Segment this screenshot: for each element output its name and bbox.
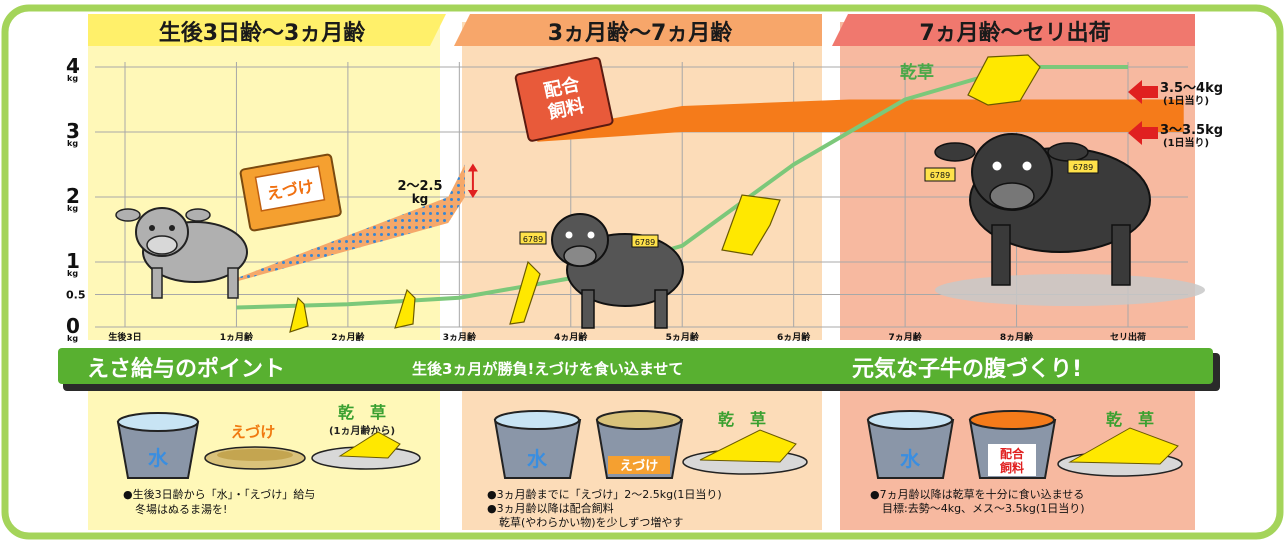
calf-illustration-small xyxy=(115,207,248,299)
starter-label-1: えづけ xyxy=(231,423,276,441)
ear-tag-large-right: 6789 xyxy=(1073,163,1093,172)
note-3-1: ●7ヵ月齢以降は乾草を十分に食い込ませる xyxy=(870,487,1084,501)
y-tick-label-4: 3 xyxy=(66,119,80,143)
note-1-1: ●生後3日齢から「水」・「えづけ」給与 xyxy=(123,487,315,501)
hay-tray-2 xyxy=(682,429,808,475)
note-2-2: ●3ヵ月齢以降は配合飼料 xyxy=(487,501,614,515)
starter-range-value: 2〜2.5 xyxy=(397,179,442,194)
hay-tray-3 xyxy=(1057,427,1183,477)
x-tick-label-4: 4ヵ月齢 xyxy=(554,331,588,343)
chart-axis-ticks: 生後3日 1ヵ月齢 2ヵ月齢 3ヵ月齢 4ヵ月齢 5ヵ月齢 6ヵ月齢 7ヵ月齢 8ヵ月齢 セリ出荷… xyxy=(66,54,1146,343)
target-annotation-high: 3.5〜4kg (1日当り) xyxy=(1128,80,1223,107)
cattle-illustration-large: 6789 6789 xyxy=(924,133,1151,286)
hay-tuft-3 xyxy=(509,260,541,325)
target-low-value: 3〜3.5kg xyxy=(1160,123,1223,138)
hay-tuft-2 xyxy=(394,288,416,329)
starter-range-annotation: 2〜2.5 kg xyxy=(397,163,478,206)
starter-range-arrow xyxy=(467,163,478,198)
hay-tray-1 xyxy=(311,431,421,470)
y-tick-unit-4: kg xyxy=(67,139,78,148)
hay-label-2: 乾 草 xyxy=(718,410,766,429)
starter-bucket-2: えづけ xyxy=(595,410,684,479)
ear-tag-large-left: 6789 xyxy=(930,171,950,180)
note-2-1: ●3ヵ月齢までに「えづけ」2〜2.5kg(1日当り) xyxy=(487,487,722,501)
y-tick-label-3: 2 xyxy=(66,184,80,208)
y-tick-label-0: 0 xyxy=(66,314,80,338)
water-bucket-1: 水 xyxy=(116,412,200,479)
starter-feed-bag: えづけ xyxy=(239,153,342,232)
hay-label-1: 乾 草 xyxy=(338,403,386,422)
x-tick-label-2: 2ヵ月齢 xyxy=(331,331,365,343)
hay-tuft-5 xyxy=(967,54,1041,106)
starter-label-2: えづけ xyxy=(620,458,659,474)
concentrate-feed-area xyxy=(537,99,1184,142)
ground-shadow xyxy=(935,274,1205,306)
phase2-header: 3ヵ月齢〜7ヵ月齢 xyxy=(454,14,822,46)
x-tick-label-3: 3ヵ月齢 xyxy=(443,331,477,343)
target-low-sub: (1日当り) xyxy=(1163,136,1209,149)
target-arrow-low xyxy=(1128,121,1158,145)
hay-series-label: 乾草 xyxy=(900,62,934,83)
note-2-3: 乾草(やわらかい物)を少しずつ増やす xyxy=(499,515,683,529)
target-arrow-high xyxy=(1128,80,1158,104)
phase1-title: 生後3日齢〜3ヵ月齢 xyxy=(159,20,367,46)
phase2-title: 3ヵ月齢〜7ヵ月齢 xyxy=(548,20,734,46)
target-annotation-low: 3〜3.5kg (1日当り) xyxy=(1128,121,1223,149)
phase3-header: 7ヵ月齢〜セリ出荷 xyxy=(832,14,1195,46)
concentrate-feed-bag: 配合 飼料 xyxy=(514,56,614,142)
concentrate-bucket-3: 配合 飼料 xyxy=(968,410,1057,479)
hay-tuft-4 xyxy=(721,194,781,256)
range-arrow-head-up xyxy=(467,163,478,172)
x-tick-label-5: 5ヵ月齢 xyxy=(666,331,700,343)
y-tick-unit-2: kg xyxy=(67,269,78,278)
hay-sub-label-1: (1ヵ月齢から) xyxy=(329,424,395,437)
target-high-sub: (1日当り) xyxy=(1163,94,1209,107)
starter-tray-1 xyxy=(204,446,306,470)
y-tick-unit-5: kg xyxy=(67,74,78,83)
y-tick-label-1: 0.5 xyxy=(66,289,86,302)
y-tick-label-2: 1 xyxy=(66,249,80,273)
note-3-2: 目標:去勢〜4kg、メス〜3.5kg(1日当り) xyxy=(882,501,1084,515)
banner-left-text: えさ給与のポイント xyxy=(87,356,285,382)
range-arrow-head-down xyxy=(467,190,478,198)
starter-feed-area xyxy=(236,164,465,282)
note-1-2: 冬場はぬるま湯を! xyxy=(135,502,227,516)
water-label-3: 水 xyxy=(900,447,921,471)
y-tick-unit-3: kg xyxy=(67,204,78,213)
x-tick-label-6: 6ヵ月齢 xyxy=(777,331,811,343)
y-tick-unit-0: kg xyxy=(67,334,78,343)
concentrate-label-3b: 飼料 xyxy=(999,460,1024,475)
banner-right-text: 元気な子牛の腹づくり! xyxy=(852,356,1082,382)
bottom-panel-2: 水 えづけ 乾 草 ●3ヵ月齢までに「えづけ」2〜2.5kg(1日当り) ●3ヵ… xyxy=(487,410,808,529)
hay-label-3: 乾 草 xyxy=(1106,410,1154,429)
hay-tuft-1 xyxy=(289,296,309,333)
x-tick-label-1: 1ヵ月齢 xyxy=(220,331,254,343)
x-tick-label-9: セリ出荷 xyxy=(1110,331,1146,343)
target-high-value: 3.5〜4kg xyxy=(1160,81,1223,96)
water-bucket-3: 水 xyxy=(866,410,955,479)
x-tick-label-7: 7ヵ月齢 xyxy=(888,331,922,343)
water-bucket-2: 水 xyxy=(493,410,582,479)
banner-middle-text: 生後3ヵ月が勝負!えづけを食い込ませて xyxy=(412,360,683,378)
ear-tag-medium-left: 6789 xyxy=(523,235,543,244)
y-tick-label-5: 4 xyxy=(66,54,80,78)
bottom-panel-1: 水 えづけ 乾 草 (1ヵ月齢から) ●生後3日齢から「水」・「えづけ」給与 冬… xyxy=(116,403,421,516)
calf-illustration-medium: 6789 6789 xyxy=(519,213,684,329)
concentrate-label-3a: 配合 xyxy=(1000,446,1025,461)
x-tick-label-0: 生後3日 xyxy=(108,331,141,343)
x-tick-label-8: 8ヵ月齢 xyxy=(1000,331,1034,343)
phase1-header: 生後3日齢〜3ヵ月齢 xyxy=(88,14,446,46)
feeding-points-banner: えさ給与のポイント 生後3ヵ月が勝負!えづけを食い込ませて 元気な子牛の腹づくり… xyxy=(58,348,1220,391)
starter-range-unit: kg xyxy=(412,192,429,206)
water-label-1: 水 xyxy=(148,446,169,470)
water-label-2: 水 xyxy=(527,447,548,471)
ear-tag-medium-right: 6789 xyxy=(635,238,655,247)
phase3-title: 7ヵ月齢〜セリ出荷 xyxy=(919,20,1110,46)
bottom-panel-3: 水 配合 飼料 乾 草 ●7ヵ月齢以降は乾草を十分に食い込ませる 目標:去勢〜4… xyxy=(866,410,1183,515)
